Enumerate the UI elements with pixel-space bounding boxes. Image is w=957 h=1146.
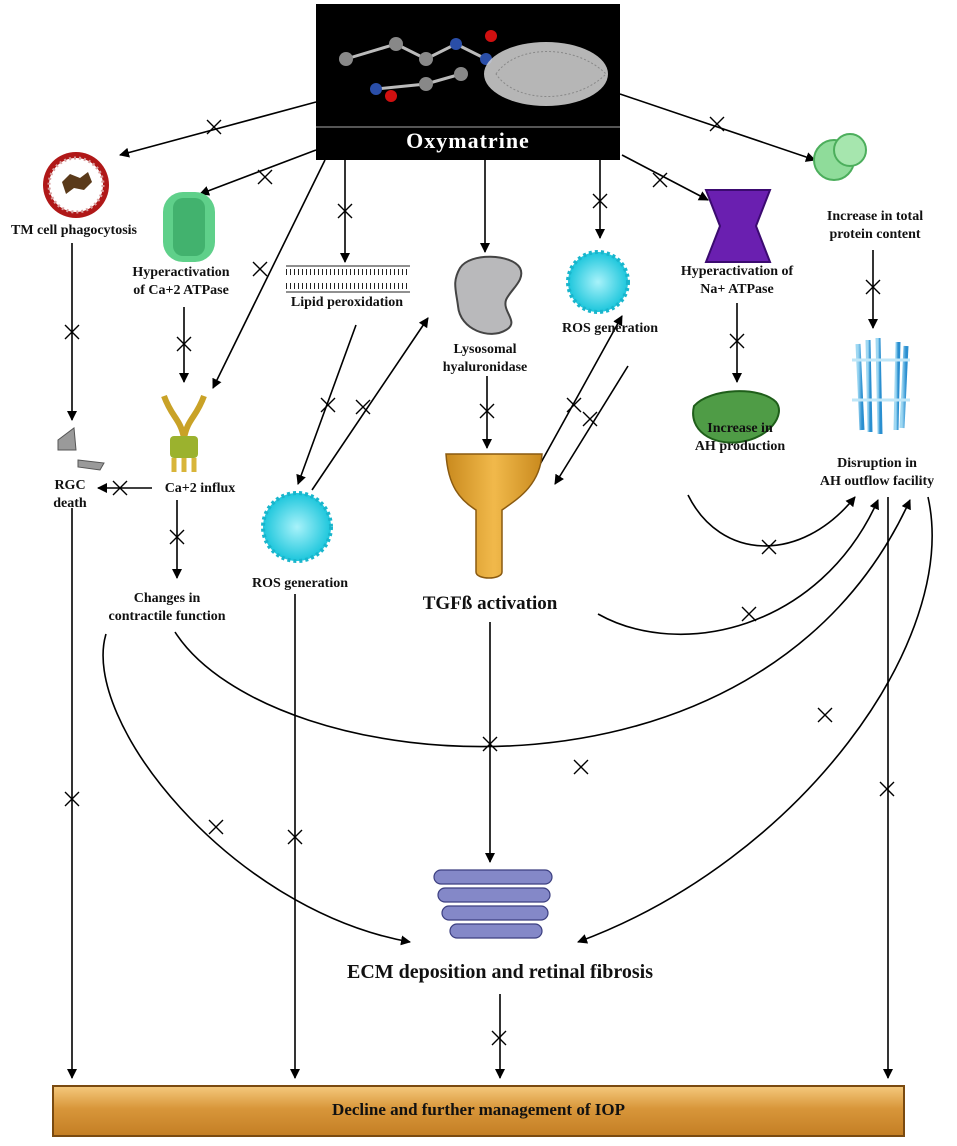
lipid-peroxidation-label: Lipid peroxidation [290, 295, 404, 310]
x-mark [817, 707, 833, 723]
contractile-label-line1: Changes in [133, 591, 201, 606]
na-atpase-label-line2: Na+ ATPase [700, 281, 774, 297]
outflow-meshwork-icon [852, 337, 910, 435]
ros-top-icon [566, 250, 630, 314]
x-mark [355, 399, 371, 415]
x-mark [320, 397, 336, 413]
ah-outflow-label: Disruption in AH outflow facility [798, 455, 956, 490]
x-mark [337, 203, 353, 219]
x-mark [709, 116, 725, 132]
ecm-golgi-icon [433, 869, 553, 939]
protein-label-line2: protein content [829, 226, 921, 242]
ca-atpase-label-line1: Hyperactivation [132, 265, 230, 280]
x-mark [176, 336, 192, 352]
arrow-tgf-ros [537, 315, 623, 469]
x-mark [865, 279, 881, 295]
ah-production-label: Increase in AH production [680, 420, 800, 455]
x-mark [573, 759, 589, 775]
iop-footer-label: Decline and further management of IOP [332, 1100, 625, 1119]
na-atpase-icon [704, 189, 772, 263]
molecule-icon [339, 30, 608, 106]
x-mark [566, 397, 582, 413]
x-mark [761, 539, 777, 555]
arrow-ros-tgf [554, 365, 629, 485]
rgc-label-line2: death [53, 495, 87, 511]
ecm-deposition-label: ECM deposition and retinal fibrosis [347, 961, 653, 983]
x-mark [582, 411, 598, 427]
lysosomal-label-line2: hyaluronidase [442, 359, 528, 375]
lysosomal-label-line1: Lysosomal [453, 342, 517, 357]
ca-atpase-label-line2: of Ca+2 ATPase [133, 282, 229, 298]
arrow-contractile-ecm [102, 633, 411, 946]
protein-icon [813, 133, 867, 181]
x-mark [64, 791, 80, 807]
ca-influx-label: Ca+2 influx [164, 481, 236, 496]
ah-production-label-line2: AH production [694, 438, 786, 454]
ros-bottom-icon [261, 491, 333, 563]
x-mark [169, 529, 185, 545]
x-mark [652, 172, 668, 188]
rgc-label-line1: RGC [54, 478, 86, 493]
ros-bottom-label: ROS generation [251, 576, 349, 591]
x-mark [208, 819, 224, 835]
ah-production-icon [692, 390, 780, 444]
x-mark [729, 333, 745, 349]
lysosomal-label: Lysosomal hyaluronidase [420, 341, 550, 376]
lysosomal-hyaluronidase-icon [454, 255, 523, 335]
x-mark [491, 1030, 507, 1046]
lipid-bilayer-icon [286, 265, 410, 293]
x-mark [257, 169, 273, 185]
tgf-activation-label: TGFß activation [422, 593, 558, 614]
arrow-oxy-ca-atpase [199, 149, 317, 196]
x-mark [206, 119, 222, 135]
header-title: Oxymatrine [406, 128, 530, 153]
arrow-contractile-outflow [174, 499, 911, 748]
x-mark [482, 736, 498, 752]
x-mark [741, 606, 757, 622]
ah-outflow-label-line2: AH outflow facility [819, 473, 935, 489]
na-atpase-label-line1: Hyperactivation of [680, 264, 794, 279]
header-divider [316, 126, 620, 128]
contractile-label: Changes in contractile function [82, 590, 252, 625]
arrow-tgf-outflow [597, 499, 879, 636]
ca-atpase-icon [163, 192, 215, 262]
arrow-ros-lyso [311, 317, 429, 491]
oxymatrine-header: Oxymatrine [316, 4, 620, 160]
iop-footer-bar: Decline and further management of IOP [52, 1085, 905, 1137]
x-mark [252, 261, 268, 277]
protein-label: Increase in total protein content [800, 208, 950, 243]
arrow-ahprod-outflow [687, 494, 856, 547]
arrow-oxy-ca-influx [212, 159, 326, 389]
tm-phagocytosis-label: TM cell phagocytosis [11, 223, 137, 238]
ah-production-label-line1: Increase in [707, 421, 773, 436]
arrow-oxy-protein [619, 93, 816, 162]
tm-cell-icon [43, 152, 109, 218]
x-mark [64, 324, 80, 340]
na-atpase-label: Hyperactivation of Na+ ATPase [662, 263, 812, 298]
protein-label-line1: Increase in total [826, 209, 924, 224]
contractile-label-line2: contractile function [108, 608, 226, 624]
arrow-oxy-tm [119, 101, 317, 158]
arrow-outflow-ecm [577, 496, 933, 944]
tgf-receptor-icon [445, 453, 543, 579]
x-mark [879, 781, 895, 797]
arrow-oxy-na [621, 154, 709, 201]
ca-atpase-label: Hyperactivation of Ca+2 ATPase [96, 264, 266, 299]
rgc-icon [57, 427, 105, 471]
x-mark [479, 403, 495, 419]
x-mark [287, 829, 303, 845]
x-mark [592, 193, 608, 209]
ca-influx-icon [161, 394, 207, 472]
ros-top-label: ROS generation [561, 321, 659, 336]
x-mark [112, 480, 128, 496]
inhibition-marks [64, 116, 895, 1046]
ah-outflow-label-line1: Disruption in [837, 456, 917, 471]
rgc-label: RGC death [30, 477, 110, 512]
